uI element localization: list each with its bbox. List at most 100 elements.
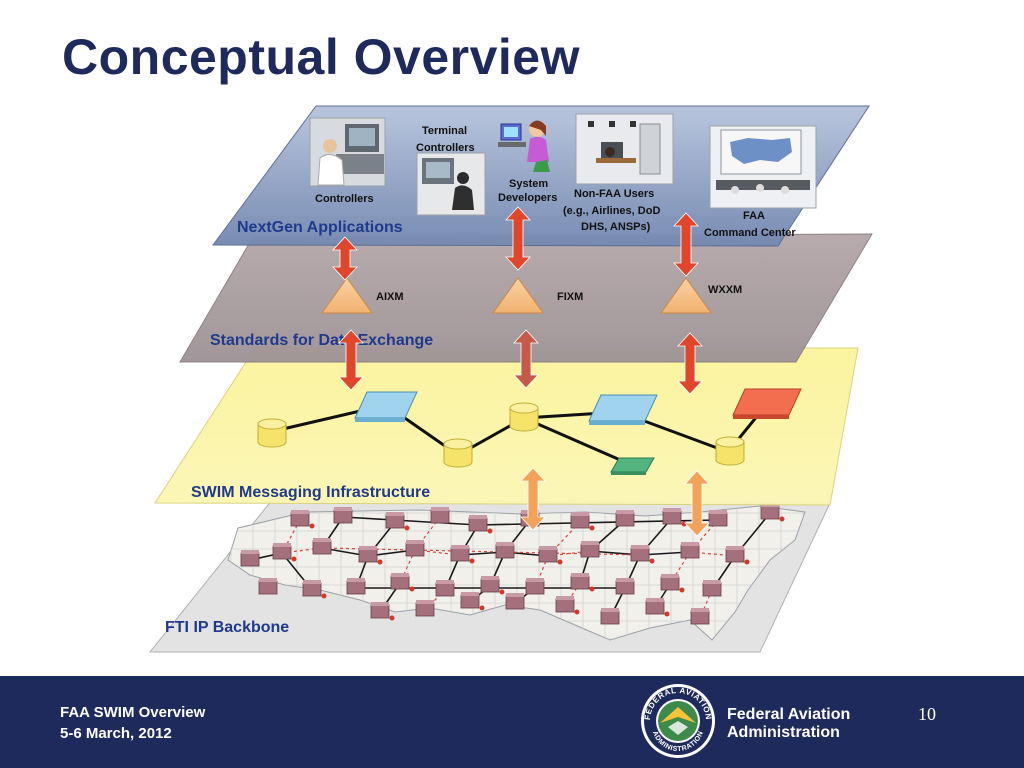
router-node-icon [570, 512, 595, 531]
applications-layer: Terminal Controllers Controllers System … [212, 105, 870, 247]
router-node-icon [346, 578, 366, 595]
page-number: 10 [918, 704, 936, 724]
messaging-layer: SWIM Messaging Infrastructure [154, 347, 859, 506]
service-box-icon [610, 457, 655, 475]
router-node-icon [468, 515, 493, 534]
service-box-icon [354, 391, 418, 422]
non-faa-users-picture [575, 113, 674, 185]
terminal-controllers-label-line1: Terminal [422, 125, 467, 137]
router-node-icon [312, 538, 332, 555]
router-node-icon [600, 608, 620, 625]
router-node-icon [405, 540, 425, 557]
footer-presentation-date: 5-6 March, 2012 [60, 725, 172, 742]
bidirectional-arrow-icon [332, 236, 358, 281]
fixm-label: FIXM [557, 291, 583, 303]
bidirectional-arrow-icon [684, 470, 710, 537]
router-node-icon [272, 543, 297, 562]
router-node-icon [505, 593, 525, 610]
router-node-icon [258, 578, 278, 595]
router-node-icon [290, 510, 315, 529]
router-node-icon [580, 541, 600, 558]
service-box-icon [732, 388, 802, 419]
network-link [424, 589, 446, 611]
conceptual-overview-diagram: FTI IP Backbone [148, 105, 873, 653]
non-faa-users-label-line3: DHS, ANSPs) [581, 221, 651, 233]
router-node-icon [570, 573, 595, 592]
bidirectional-arrow-icon [505, 206, 531, 271]
bidirectional-arrow-icon [677, 332, 703, 395]
router-node-icon [702, 580, 722, 597]
messaging-label: SWIM Messaging Infrastructure [191, 484, 430, 501]
terminal-controllers-picture [416, 152, 486, 216]
fixm-triangle-icon [492, 277, 544, 314]
router-node-icon [415, 600, 435, 617]
non-faa-users-label-line2: (e.g., Airlines, DoD [563, 205, 660, 217]
command-center-label-line2: Command Center [704, 227, 796, 239]
aixm-label: AIXM [376, 291, 404, 303]
command-center-label-line1: FAA [743, 210, 765, 222]
slide-title: Conceptual Overview [62, 29, 580, 85]
backbone-layer: FTI IP Backbone [148, 499, 831, 653]
network-link [564, 582, 581, 607]
router-node-icon [525, 578, 545, 595]
router-node-icon [615, 510, 635, 527]
terminal-controllers-label-line2: Controllers [416, 142, 475, 154]
router-node-icon [645, 598, 670, 617]
standards-label: Standards for Data Exchange [210, 332, 433, 349]
router-node-icon [660, 574, 685, 593]
router-node-icon [385, 512, 410, 531]
router-node-icon [450, 545, 475, 564]
backbone-router-nodes [240, 503, 785, 625]
applications-label: NextGen Applications [237, 219, 403, 236]
router-node-icon [690, 608, 710, 625]
router-node-icon [240, 550, 260, 567]
non-faa-users-label-line1: Non-FAA Users [574, 188, 654, 200]
standards-layer: AIXM FIXM WXXM Standards for Data Exchan… [179, 233, 873, 363]
router-node-icon [680, 542, 700, 559]
controllers-picture [309, 117, 386, 187]
router-node-icon [390, 573, 415, 592]
router-node-icon [302, 580, 327, 599]
router-node-icon [555, 596, 580, 615]
database-icon [715, 436, 745, 466]
faa-seal-icon: FEDERAL AVIATION ADMINISTRATION [641, 684, 715, 758]
router-node-icon [630, 545, 655, 564]
router-node-icon [538, 546, 563, 565]
system-developers-label-line2: Developers [498, 192, 557, 204]
bidirectional-arrow-icon [673, 212, 699, 277]
footer-agency-name: Federal Aviation Administration [727, 706, 850, 742]
router-node-icon [460, 592, 485, 611]
database-icon [257, 418, 287, 448]
router-node-icon [333, 507, 353, 524]
router-node-icon [480, 576, 505, 595]
router-node-icon [358, 546, 383, 565]
backbone-label: FTI IP Backbone [165, 619, 289, 636]
footer-agency-line1: Federal Aviation [727, 706, 851, 723]
system-developers-label-line1: System [509, 178, 548, 190]
bidirectional-arrow-icon [338, 329, 364, 391]
bidirectional-arrow-icon [520, 467, 546, 531]
aixm-triangle-icon [321, 277, 373, 314]
router-node-icon [725, 546, 750, 565]
footer-agency-line2: Administration [727, 724, 840, 741]
database-icon [443, 438, 473, 468]
network-link [342, 516, 479, 526]
footer-presentation-info: FAA SWIM Overview 5-6 March, 2012 [60, 702, 205, 744]
service-box-icon [588, 394, 658, 425]
system-developer-clipart [498, 120, 550, 172]
router-node-icon [430, 507, 450, 524]
router-node-icon [435, 580, 455, 597]
wxxm-triangle-icon [660, 277, 712, 314]
router-node-icon [495, 542, 515, 559]
router-node-icon [615, 578, 635, 595]
connection-arrows [332, 206, 710, 537]
wxxm-label: WXXM [708, 284, 742, 296]
command-center-picture [709, 125, 817, 209]
router-node-icon [708, 510, 728, 527]
footer-presentation-title: FAA SWIM Overview [60, 704, 206, 721]
slide-footer: FAA SWIM Overview 5-6 March, 2012 FEDERA… [0, 676, 1024, 768]
database-icon [509, 402, 539, 432]
controllers-label: Controllers [315, 193, 374, 205]
router-node-icon [370, 602, 395, 621]
bidirectional-arrow-icon [513, 329, 539, 389]
